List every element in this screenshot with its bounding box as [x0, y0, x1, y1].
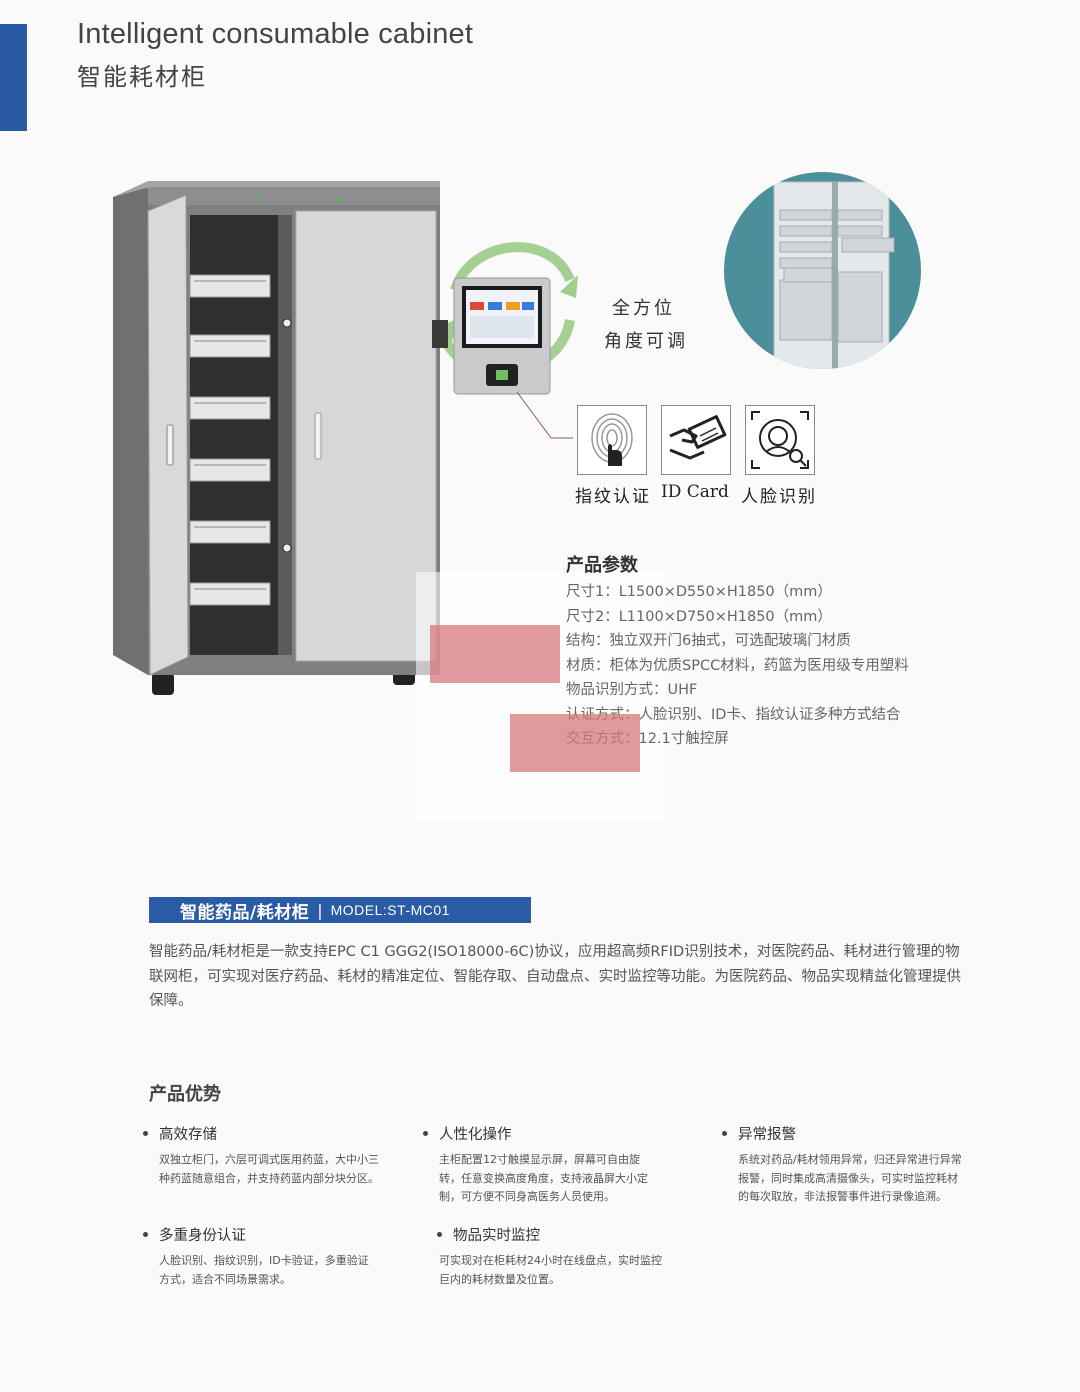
auth-label-face: 人脸识别 — [741, 487, 817, 507]
screen-adjust-line1: 全方位 — [612, 298, 675, 319]
cabinet-top-bevel — [113, 181, 440, 197]
auth-fingerprint-box — [577, 405, 647, 475]
cabinet-illustration — [113, 181, 440, 695]
advantage-body: 主柜配置12寸触摸显示屏，屏幕可自由旋转，任意变换高度角度，支持液晶屏大小定制，… — [439, 1153, 648, 1203]
cabinet-left-door-handle — [166, 424, 174, 466]
accent-side-bar — [0, 24, 27, 131]
param-authentication: 认证方式：人脸识别、ID卡、指纹认证多种方式结合 — [566, 706, 901, 723]
product-intro: 智能药品/耗材柜是一款支持EPC C1 GGG2(ISO18000-6C)协议，… — [149, 944, 961, 1009]
advantage-body: 可实现对在柜耗材24小时在线盘点，实时监控巨内的耗材数量及位置。 — [439, 1254, 662, 1286]
kiosk-mount — [432, 320, 448, 348]
advantage-item-alarm: 异常报警 系统对药品/耗材领用异常，归还异常进行异常报警，同时集成高清摄像头，可… — [722, 1123, 962, 1207]
advantage-item-multi-auth: 多重身份认证 人脸识别、指纹识别，ID卡验证，多重验证方式，适合不同场景需求。 — [143, 1224, 383, 1289]
cabinet-right-door-handle — [314, 412, 322, 460]
advantage-title: 多重身份认证 — [159, 1227, 246, 1244]
model-banner: 智能药品/耗材柜 | MODEL:ST-MC01 — [149, 897, 531, 923]
page-title-cn: 智能耗材柜 — [77, 63, 207, 91]
cabinet-interior-photo — [724, 172, 921, 369]
advantage-body: 双独立柜门，六层可调式医用药蓝，大中小三种药蓝随意组合，并支持药蓝内部分块分区。 — [159, 1153, 379, 1185]
watermark-red-block-2 — [510, 714, 640, 772]
advantage-body: 系统对药品/耗材领用异常，归还异常进行异常报警，同时集成高清摄像头，可实时监控耗… — [738, 1153, 962, 1203]
bullet-icon — [143, 1130, 148, 1136]
advantage-item-storage: 高效存储 双独立柜门，六层可调式医用药蓝，大中小三种药蓝随意组合，并支持药蓝内部… — [143, 1123, 383, 1188]
model-code: MODEL:ST-MC01 — [330, 902, 450, 918]
rotate-arrow-top — [450, 242, 575, 292]
param-size-2: 尺寸2：L1100×D750×H1850（mm） — [566, 608, 832, 625]
watermark-red-block-1 — [430, 625, 560, 683]
param-size-1: 尺寸1：L1500×D550×H1850（mm） — [566, 584, 832, 600]
param-material: 材质：柜体为优质SPCC材料，药篮为医用级专用塑料 — [566, 657, 909, 674]
params-list: 尺寸1：L1500×D550×H1850（mm） 尺寸2：L1100×D750×… — [566, 580, 909, 752]
auth-id-card-box — [661, 405, 731, 475]
cabinet-wheel-left — [152, 673, 174, 695]
screen-adjust-caption: 全方位 角度可调 — [604, 292, 688, 358]
touch-screen-illustration — [432, 242, 578, 395]
advantage-item-operation: 人性化操作 主柜配置12寸触摸显示屏，屏幕可自由旋转，任意变换高度角度，支持液晶… — [423, 1123, 663, 1207]
advantage-title: 人性化操作 — [439, 1126, 512, 1143]
connector-line — [516, 391, 573, 439]
advantage-title: 物品实时监控 — [453, 1227, 540, 1244]
face-recognition-icon — [751, 411, 809, 469]
auth-face-box — [745, 405, 815, 475]
model-name: 智能药品/耗材柜 — [180, 902, 310, 923]
fingerprint-icon — [591, 413, 633, 466]
params-title: 产品参数 — [566, 555, 638, 576]
bullet-icon — [143, 1231, 148, 1237]
bullet-icon — [423, 1130, 428, 1136]
cabinet-body-side — [113, 183, 148, 675]
param-structure: 结构：独立双开门6抽式，可选配玻璃门材质 — [566, 633, 851, 649]
bullet-icon — [437, 1231, 442, 1237]
auth-label-fingerprint: 指纹认证 — [575, 487, 651, 507]
bullet-icon — [722, 1130, 727, 1136]
screen-adjust-line2: 角度可调 — [604, 331, 688, 352]
id-card-icon — [669, 415, 727, 460]
param-identification: 物品识别方式：UHF — [566, 682, 698, 698]
advantage-title: 高效存储 — [159, 1126, 217, 1143]
auth-label-id-card: ID Card — [661, 482, 729, 502]
page-title-en: Intelligent consumable cabinet — [77, 18, 474, 50]
advantage-body: 人脸识别、指纹识别，ID卡验证，多重验证方式，适合不同场景需求。 — [159, 1254, 369, 1286]
advantages-title: 产品优势 — [149, 1084, 221, 1105]
cabinet-middle-post — [278, 215, 292, 655]
advantage-title: 异常报警 — [738, 1126, 796, 1143]
watermark-light-panel — [416, 572, 666, 820]
advantage-item-monitoring: 物品实时监控 可实现对在柜耗材24小时在线盘点，实时监控巨内的耗材数量及位置。 — [437, 1224, 677, 1289]
model-separator: | — [317, 900, 323, 920]
